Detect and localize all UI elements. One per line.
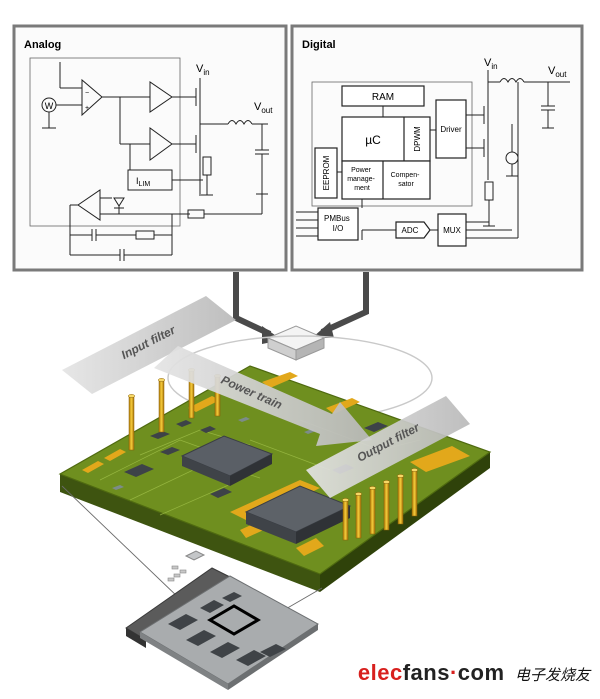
watermark: elecfans·com 电子发烧友 (358, 660, 590, 686)
analog-source-label: W (45, 101, 54, 111)
mux-label: MUX (443, 226, 461, 235)
analog-panel: Analog (12, 24, 288, 272)
eeprom-block (314, 147, 338, 199)
analog-gate-high (149, 81, 173, 113)
analog-title: Analog (24, 39, 61, 51)
analog-opamp-1 (81, 78, 103, 117)
pmbus-label: PMBus I/O (324, 214, 352, 233)
watermark-brand-dot: · (449, 660, 458, 685)
panel-connectors (167, 272, 433, 421)
adc-block (395, 221, 431, 239)
uc-block (341, 116, 431, 162)
watermark-brand-fans: fans (402, 660, 450, 685)
uc-label: µC (365, 133, 381, 147)
svg-text:+: + (85, 105, 89, 112)
pcb-module (58, 365, 492, 592)
adc-label: ADC (402, 226, 419, 235)
dpwm-label: DPWM (413, 126, 422, 152)
digital-vout-label: Vout (548, 65, 567, 79)
pcb-top (58, 365, 492, 575)
watermark-brand-com: com (457, 660, 505, 685)
svg-text:−: − (85, 90, 89, 97)
watermark-brand-elec: elec (357, 660, 403, 685)
analog-vin-label: Vin (196, 63, 210, 77)
eeprom-label: EEPROM (322, 155, 331, 190)
driver-block (435, 99, 467, 159)
driver-label: Driver (440, 125, 462, 134)
analog-vout-label: Vout (254, 101, 273, 115)
watermark-chinese: 电子发烧友 (514, 667, 590, 684)
compensator-label: Compen- sator (391, 172, 422, 188)
digital-title: Digital (302, 39, 336, 51)
highlighted-module-outline (207, 604, 261, 636)
analog-error-amp (77, 189, 101, 221)
power-train-arrow: Power train (154, 346, 372, 446)
digital-vin-label: Vin (484, 57, 498, 71)
power-management-block (341, 160, 431, 200)
carrier-board (125, 550, 319, 690)
analog-ilim-label: ILIM (136, 176, 150, 188)
digital-panel: Digital (290, 24, 584, 272)
power-management-label: Power manage- ment (347, 167, 377, 192)
ram-label: RAM (372, 92, 394, 103)
pmbus-block (317, 207, 359, 241)
